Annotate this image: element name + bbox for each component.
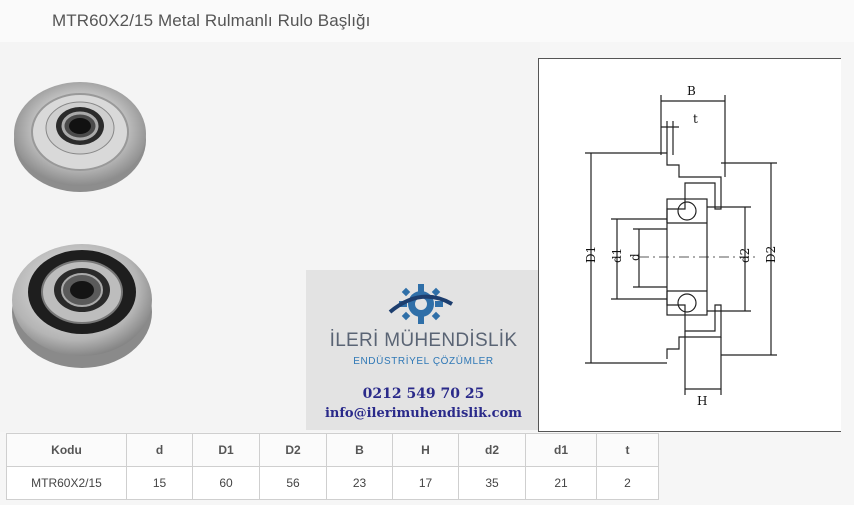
table-cell: 17 <box>392 466 459 500</box>
technical-drawing: B t D1 d1 d d2 D2 H <box>538 58 841 432</box>
dim-label-d2: d2 <box>738 248 752 263</box>
table-header-row: Kodu d D1 D2 B H d2 d1 t <box>6 433 659 467</box>
title-bar: MTR60X2/15 Metal Rulmanlı Rulo Başlığı <box>0 0 854 42</box>
spec-table: Kodu d D1 D2 B H d2 d1 t MTR60X2/15 15 6… <box>6 433 659 500</box>
dim-label-B: B <box>687 84 696 98</box>
table-header: D1 <box>192 433 260 467</box>
dim-label-d1: d1 <box>610 248 624 263</box>
dim-label-D2: D2 <box>764 246 778 263</box>
table-cell: 60 <box>192 466 260 500</box>
product-image-front <box>14 82 146 192</box>
dim-label-H: H <box>697 394 707 408</box>
table-cell: 21 <box>525 466 597 500</box>
table-header: H <box>392 433 459 467</box>
table-header: d2 <box>458 433 526 467</box>
product-image-rear <box>12 244 152 368</box>
table-cell: 15 <box>126 466 193 500</box>
table-cell: MTR60X2/15 <box>6 466 127 500</box>
table-header: t <box>596 433 659 467</box>
dim-label-d: d <box>628 253 642 261</box>
table-header: D2 <box>259 433 327 467</box>
table-header: d1 <box>525 433 597 467</box>
company-subtitle: ENDÜSTRİYEL ÇÖZÜMLER <box>353 356 494 367</box>
dim-label-D1: D1 <box>584 246 598 263</box>
page-title: MTR60X2/15 Metal Rulmanlı Rulo Başlığı <box>52 11 371 30</box>
company-name: İLERİ MÜHENDİSLİK <box>329 330 518 351</box>
company-watermark: İLERİ MÜHENDİSLİK ENDÜSTRİYEL ÇÖZÜMLER 0… <box>306 270 541 430</box>
company-email: info@ilerimuhendislik.com <box>324 406 523 421</box>
table-header: B <box>326 433 393 467</box>
table-header: d <box>126 433 193 467</box>
table-cell: 35 <box>458 466 526 500</box>
gear-logo-icon <box>388 284 454 324</box>
table-row: MTR60X2/15 15 60 56 23 17 35 21 2 <box>6 466 659 500</box>
company-phone: 0212 549 70 25 <box>362 386 485 402</box>
table-cell: 56 <box>259 466 327 500</box>
table-cell: 23 <box>326 466 393 500</box>
table-header: Kodu <box>6 433 127 467</box>
dim-label-t: t <box>693 112 698 126</box>
table-cell: 2 <box>596 466 659 500</box>
